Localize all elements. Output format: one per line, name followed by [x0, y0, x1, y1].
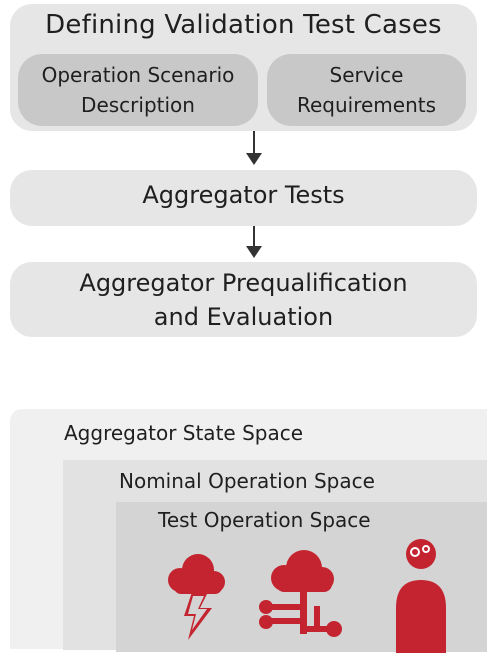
validation-test-cases-box: Defining Validation Test Cases Operation…	[10, 4, 477, 131]
prequalification-label: Aggregator Prequalification and Evaluati…	[10, 266, 477, 334]
operation-scenario-box: Operation Scenario Description	[18, 54, 258, 126]
aggregator-tests-label: Aggregator Tests	[142, 181, 345, 209]
cloud-network-icon	[259, 550, 342, 637]
aggregator-tests-box: Aggregator Tests	[10, 170, 477, 226]
nominal-space-label: Nominal Operation Space	[119, 469, 375, 493]
prequalification-box: Aggregator Prequalification and Evaluati…	[10, 262, 477, 337]
service-requirements-label: Service Requirements	[267, 60, 466, 120]
flow-arrow-down	[246, 131, 262, 165]
operation-scenario-line1: Operation Scenario	[41, 63, 235, 87]
test-space-region: Test Operation Space	[116, 502, 487, 653]
service-requirements-box: Service Requirements	[267, 54, 466, 126]
service-requirements-line1: Service	[329, 63, 404, 87]
prequalification-line2: and Evaluation	[153, 303, 334, 331]
validation-test-cases-title: Defining Validation Test Cases	[45, 10, 442, 40]
operation-scenario-line2: Description	[81, 93, 195, 117]
service-requirements-line2: Requirements	[296, 93, 437, 117]
flow-arrow-down	[246, 226, 262, 258]
operation-scenario-label: Operation Scenario Description	[18, 60, 258, 120]
person-thinking-icon	[396, 539, 446, 653]
state-space-label: Aggregator State Space	[64, 421, 304, 445]
test-space-label: Test Operation Space	[158, 508, 371, 532]
prequalification-line1: Aggregator Prequalification	[79, 269, 408, 297]
storm-lightning-icon	[168, 554, 225, 640]
